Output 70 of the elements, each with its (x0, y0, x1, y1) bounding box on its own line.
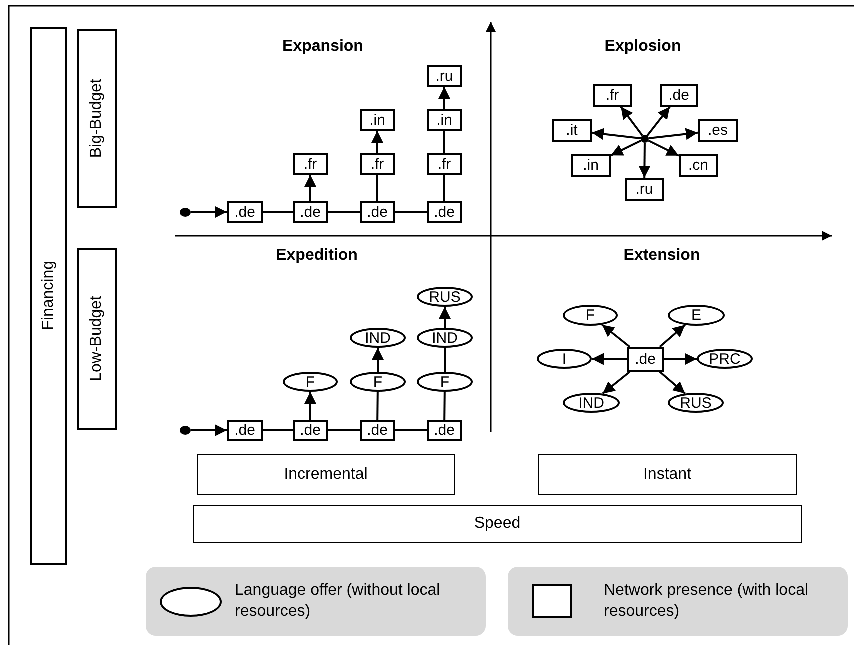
arrow (439, 307, 451, 328)
start-dot (180, 426, 191, 435)
arrow (304, 392, 316, 420)
arrow (592, 128, 642, 140)
arrow (372, 348, 384, 372)
network-box: .de (227, 201, 263, 223)
arrow (620, 106, 644, 136)
network-box: .it (552, 119, 592, 142)
arrow (304, 175, 316, 201)
arrow (602, 371, 631, 395)
arrow (646, 106, 671, 136)
arrow (659, 371, 686, 395)
network-box: .fr (593, 84, 632, 107)
axis-label-box: Big-Budget (77, 29, 117, 208)
network-box: .cn (679, 154, 718, 177)
network-box: .de (293, 201, 328, 223)
language-ellipse: F (350, 372, 406, 392)
network-box: .fr (360, 153, 395, 175)
network-box: .fr (427, 153, 462, 175)
network-box: .de (360, 420, 395, 441)
arrow (191, 424, 227, 436)
network-box: .ru (625, 178, 664, 201)
arrow (372, 131, 384, 153)
start-dot (180, 208, 191, 217)
network-box: .de (227, 420, 263, 441)
network-box: .in (427, 109, 462, 131)
arrow (602, 324, 630, 348)
language-ellipse: RUS (417, 287, 473, 307)
speed-box: Speed (193, 505, 802, 543)
network-box: .ru (427, 65, 462, 87)
network-box: .de (627, 347, 664, 372)
quadrant-title: Expansion (282, 38, 364, 56)
quadrant-title: Expedition (276, 247, 358, 265)
network-box: .es (698, 119, 738, 142)
arrow (638, 142, 651, 178)
network-box: .in (360, 109, 395, 131)
speed-box: Instant (538, 454, 797, 495)
legend-text: Language offer (without local resources) (235, 581, 442, 622)
language-ellipse: IND (563, 393, 620, 413)
language-ellipse: F (417, 372, 473, 392)
quadrant-title: Extension (624, 247, 700, 265)
arrow (592, 353, 627, 366)
language-ellipse: E (668, 305, 725, 326)
axis-label-box: Low-Budget (77, 248, 117, 430)
arrow (664, 353, 698, 366)
language-ellipse: IND (417, 328, 473, 348)
arrow (438, 87, 450, 109)
language-ellipse: I (537, 349, 592, 369)
arrow (610, 140, 642, 157)
network-box: .de (427, 201, 462, 223)
axis-label-box: Financing (30, 27, 67, 565)
language-ellipse: RUS (668, 393, 724, 413)
network-box: .in (571, 154, 611, 177)
legend-text: Network presence (with local resources) (604, 581, 810, 622)
network-box: .fr (293, 153, 328, 175)
network-box: .de (360, 201, 395, 223)
arrow (648, 140, 680, 157)
network-box: .de (293, 420, 328, 441)
start-dot (641, 135, 649, 143)
quadrant-title: Explosion (604, 38, 682, 56)
language-ellipse: F (283, 372, 338, 392)
language-ellipse: PRC (697, 349, 753, 369)
language-ellipse: IND (350, 328, 406, 348)
network-box: .de (427, 420, 462, 441)
language-ellipse: F (563, 305, 618, 326)
arrow (659, 324, 686, 348)
arrow (190, 206, 228, 218)
arrow (648, 128, 698, 140)
network-box: .de (660, 84, 698, 107)
speed-box: Incremental (197, 454, 455, 495)
